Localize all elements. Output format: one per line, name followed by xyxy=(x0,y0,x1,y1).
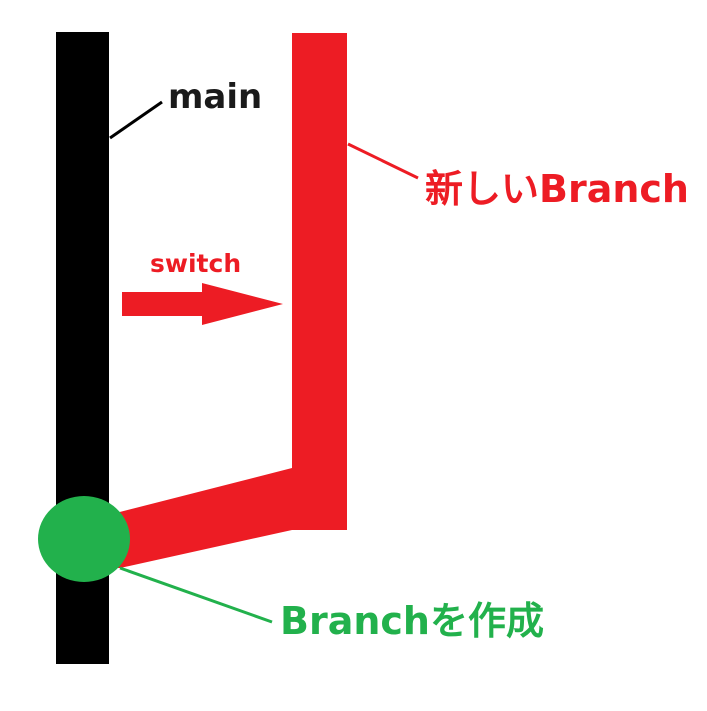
switch-arrow xyxy=(122,283,283,325)
new-branch-vertical xyxy=(292,33,347,530)
create-branch-label: Branchを作成 xyxy=(280,599,544,643)
main-branch-label: main xyxy=(168,77,263,117)
create-branch-callout-line xyxy=(119,566,273,624)
new-branch-connector xyxy=(108,468,347,568)
commit-node xyxy=(38,496,130,582)
switch-label: switch xyxy=(150,249,242,278)
new-branch-callout-line xyxy=(347,142,419,180)
new-branch-label: 新しいBranch xyxy=(425,167,689,211)
main-callout-line xyxy=(109,100,163,140)
